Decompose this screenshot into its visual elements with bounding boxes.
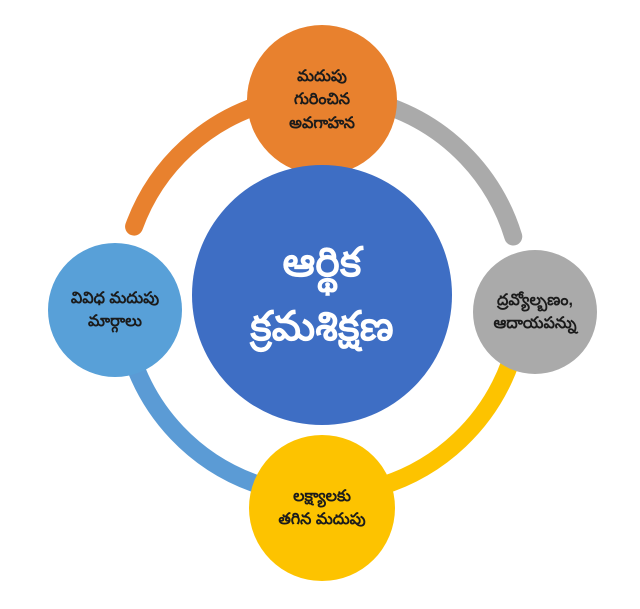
node-investment-avenues-circle[interactable] xyxy=(48,243,182,377)
arc-segment-gray xyxy=(381,98,523,246)
node-goal-based-investment-circle[interactable] xyxy=(249,435,395,581)
arc-segment-orange xyxy=(125,92,280,236)
arc-segment-blue xyxy=(121,344,263,492)
ring-arcs xyxy=(121,92,523,496)
arc-segment-yellow xyxy=(371,354,519,496)
financial-discipline-hub-circle[interactable] xyxy=(192,165,452,425)
node-inflation-income-tax-circle[interactable] xyxy=(473,250,597,374)
node-investment-awareness-circle[interactable] xyxy=(247,25,397,175)
